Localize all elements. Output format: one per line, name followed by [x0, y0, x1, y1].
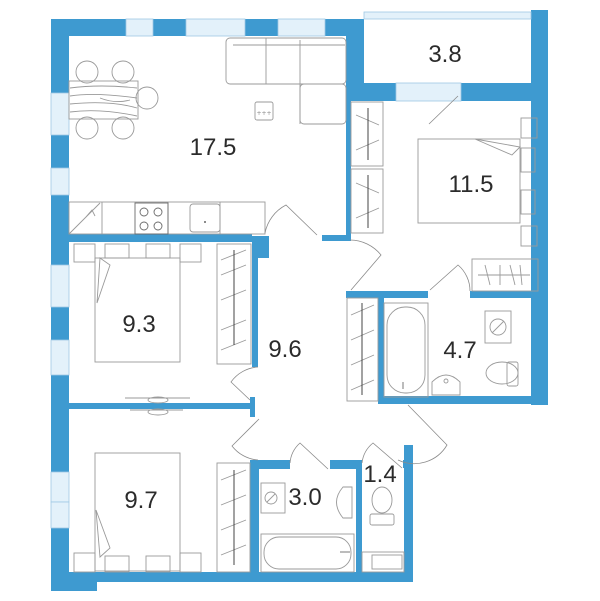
washing-machine-small: [260, 482, 286, 514]
area-toilet: 1.4: [363, 461, 396, 488]
wardrobe-9-7: [216, 462, 251, 573]
area-bedroom-master: 11.5: [449, 171, 494, 198]
sofa: [225, 37, 347, 125]
wardrobe-hall: [346, 297, 379, 402]
dining-table: [68, 60, 159, 140]
walls: [51, 10, 548, 591]
rug-pouf: +++: [254, 101, 274, 121]
area-kitchen-living: 17.5: [190, 134, 237, 161]
wardrobe-9-3: [216, 243, 252, 365]
area-bedroom-1: 9.3: [122, 311, 155, 338]
kitchen-counter: [68, 201, 266, 235]
toilet-small: [361, 486, 405, 573]
area-bathroom-small: 3.0: [288, 484, 321, 511]
sink-small: [336, 486, 353, 519]
washing-machine-main: [484, 310, 512, 344]
doors: [230, 204, 471, 470]
area-hallway: 9.6: [268, 336, 301, 363]
area-bedroom-2: 9.7: [124, 487, 157, 514]
bed-9-3: [73, 243, 202, 363]
windows: [50, 11, 532, 529]
sliding-doors-9-3: [125, 396, 190, 416]
area-bathroom-main: 4.7: [443, 337, 476, 364]
bed-9-7: [73, 452, 202, 573]
wardrobe-master: [350, 101, 539, 292]
master-bed: [417, 117, 538, 247]
bathtub-main: [383, 302, 429, 398]
sink-main: [431, 374, 461, 396]
toilet-main: [485, 361, 519, 387]
svg-text:+++: +++: [256, 110, 271, 117]
bathtub-small: [260, 533, 355, 573]
area-balcony: 3.8: [428, 41, 461, 68]
area-labels: 17.5 3.8 11.5 9.3 9.6 4.7 9.7 3.0 1.4: [122, 41, 493, 514]
balcony-door-swing: [428, 95, 459, 125]
